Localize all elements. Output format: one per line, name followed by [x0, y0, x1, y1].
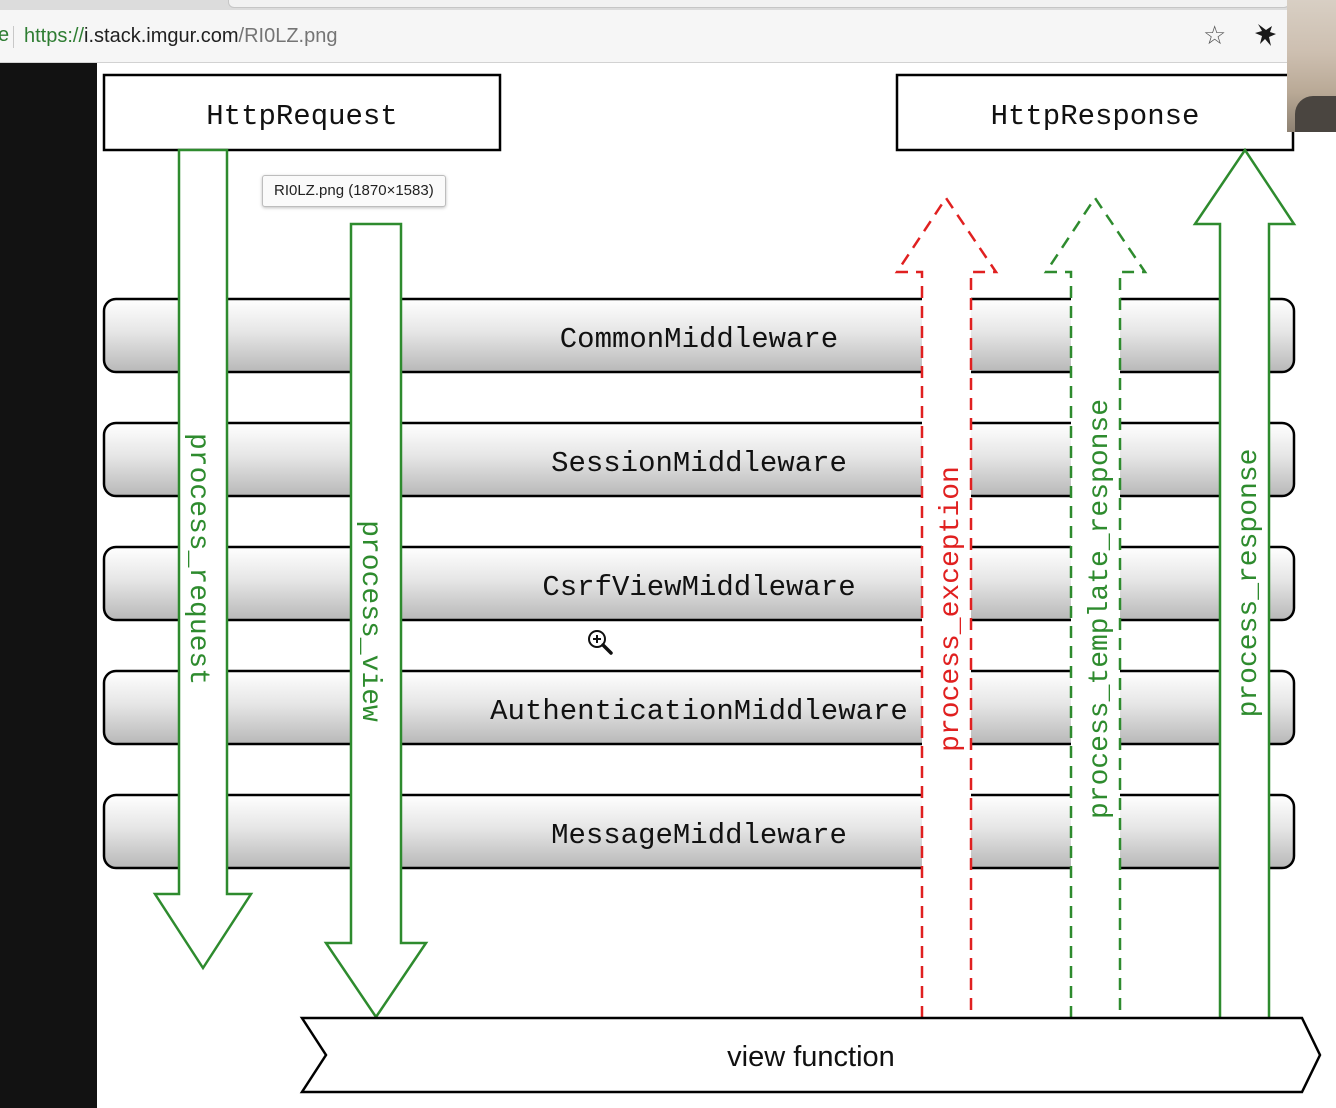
middleware-diagram: HttpRequest HttpResponse CommonMiddlewar… [102, 73, 1322, 1094]
viewer-left-background [0, 63, 97, 1108]
webcam-figure [1295, 96, 1336, 132]
http-request-box [102, 73, 502, 152]
omnibox-leading-glyph: e [0, 24, 10, 46]
process-response-label: process_response [1234, 449, 1265, 718]
star-icon[interactable]: ☆ [1203, 20, 1227, 50]
address-bar[interactable]: https://i.stack.imgur.com/RI0LZ.png [24, 23, 337, 49]
browser-toolbar: e https://i.stack.imgur.com/RI0LZ.png ☆ [0, 10, 1336, 63]
url-path: /RI0LZ.png [238, 25, 338, 47]
process-exception-label: process_exception [936, 466, 967, 752]
middleware-label: SessionMiddleware [551, 447, 847, 480]
middleware-label: AuthenticationMiddleware [490, 695, 908, 728]
view-function-label: view function [727, 1041, 895, 1073]
http-request-label: HttpRequest [206, 100, 397, 133]
browser-tab-strip [0, 0, 1336, 10]
image-viewer-canvas[interactable]: HttpRequest HttpResponse CommonMiddlewar… [97, 63, 1336, 1108]
bird-extension-icon[interactable] [1252, 20, 1280, 50]
middleware-label: CsrfViewMiddleware [542, 571, 855, 604]
process-template-response-arrow [1043, 195, 1148, 1018]
process-response-arrow [1192, 147, 1297, 1018]
zoom-in-cursor-icon [588, 630, 613, 655]
url-host: i.stack.imgur.com [84, 25, 239, 47]
http-response-box [895, 73, 1295, 152]
middleware-label: MessageMiddleware [551, 819, 847, 852]
middleware-label: CommonMiddleware [560, 323, 838, 356]
process-template-response-label: process_template_response [1085, 399, 1116, 819]
image-size-tooltip: RI0LZ.png (1870×1583) [262, 175, 446, 207]
http-response-label: HttpResponse [991, 100, 1200, 133]
process-request-label: process_request [182, 433, 213, 685]
browser-tab[interactable] [228, 0, 1290, 8]
process-exception-arrow [894, 195, 999, 1018]
process-view-arrow [323, 222, 429, 1020]
webcam-overlay [1287, 0, 1336, 132]
process-view-label: process_view [354, 520, 385, 722]
process-request-arrow [152, 148, 254, 971]
omnibox-separator [13, 26, 14, 48]
view-function-banner [299, 1016, 1322, 1094]
url-scheme: https:// [24, 25, 85, 47]
